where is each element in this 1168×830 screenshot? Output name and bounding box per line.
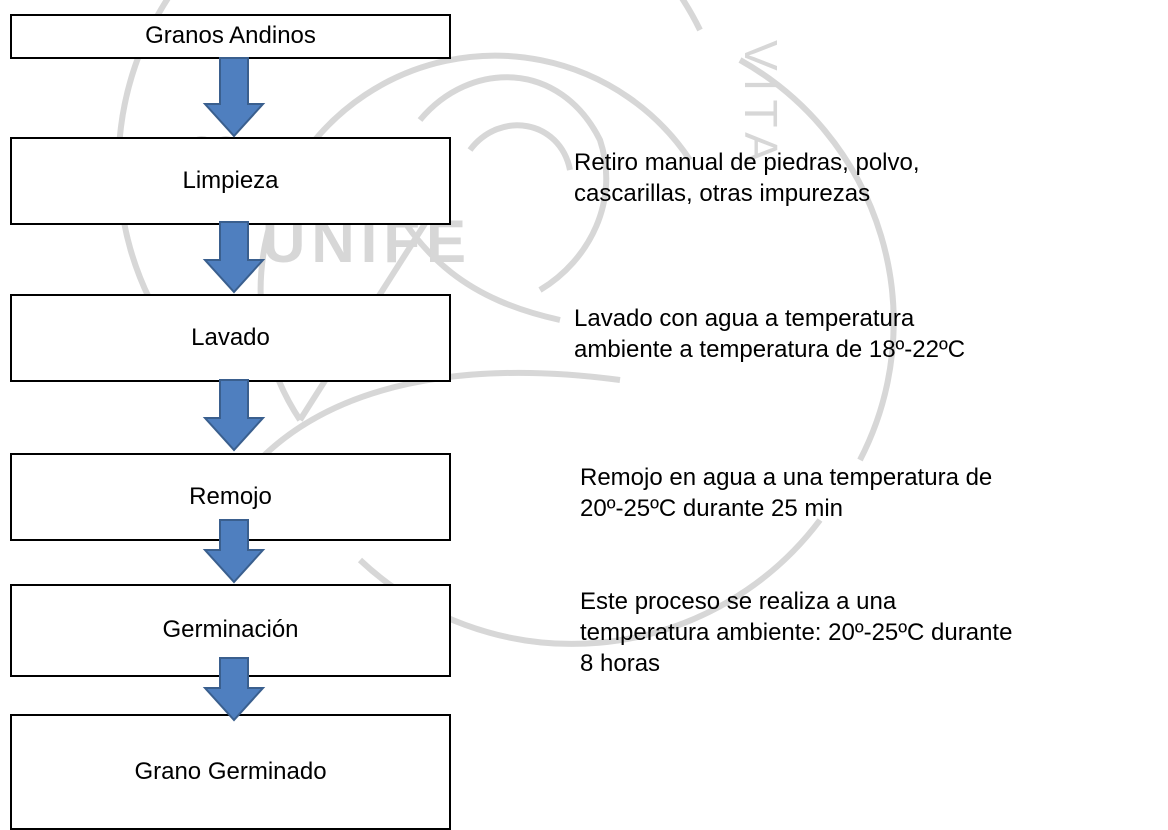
step-box-lavado: Lavado [10, 294, 451, 382]
step-label: Limpieza [182, 166, 279, 194]
step-label: Lavado [191, 323, 270, 351]
step-label: Granos Andinos [145, 22, 316, 50]
down-arrow-icon [202, 657, 266, 722]
down-arrow-icon [202, 221, 266, 294]
step-label: Grano Germinado [134, 757, 327, 785]
step-box-granos-andinos: Granos Andinos [10, 14, 451, 59]
step-note-germinacion: Este proceso se realiza a una temperatur… [580, 588, 1013, 677]
step-note-remojo: Remojo en agua a una temperatura de 20º-… [580, 464, 993, 522]
step-note-lavado: Lavado con agua a temperatura ambiente a… [574, 305, 966, 363]
step-box-limpieza: Limpieza [10, 137, 451, 225]
down-arrow-icon [202, 519, 266, 584]
step-note-limpieza: Retiro manual de piedras, polvo, cascari… [574, 149, 920, 207]
step-box-grano-germinado: Grano Germinado [10, 714, 451, 830]
step-label: Germinación [162, 616, 299, 644]
down-arrow-icon [202, 57, 266, 138]
watermark-circle-text: VITA [735, 40, 787, 171]
down-arrow-icon [202, 379, 266, 452]
step-label: Remojo [189, 482, 272, 510]
